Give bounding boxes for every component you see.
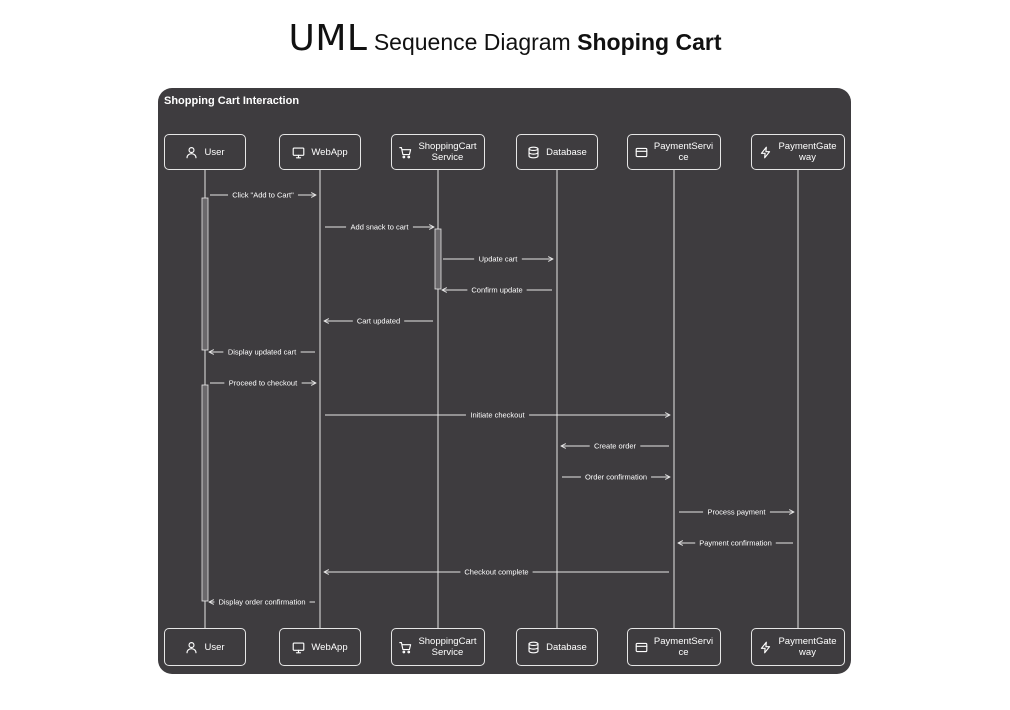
participant-bottom-webapp: WebApp — [279, 628, 361, 666]
participant-top-cart: ShoppingCart Service — [391, 134, 485, 170]
lightning-bolt-icon — [761, 146, 771, 158]
message-label: Order confirmation — [585, 473, 647, 482]
participant-label: PaymentGate way — [778, 636, 837, 658]
message-1: Click "Add to Cart" — [210, 191, 316, 200]
message-11: Process payment — [679, 508, 794, 517]
participant-label: ShoppingCart Service — [418, 636, 477, 658]
lightning-bolt-icon — [761, 641, 771, 653]
message-4: Confirm update — [442, 286, 552, 295]
participant-label: PaymentGate way — [778, 141, 837, 163]
participant-top-db: Database — [516, 134, 598, 170]
message-2: Add snack to cart — [325, 223, 434, 232]
message-label: Create order — [594, 442, 637, 451]
message-label: Confirm update — [471, 286, 522, 295]
message-label: Add snack to cart — [351, 223, 410, 232]
title-subtitle: Sequence Diagram — [367, 29, 578, 55]
title-uml: UML — [288, 18, 368, 59]
participant-bottom-cart: ShoppingCart Service — [391, 628, 485, 666]
message-label: Payment confirmation — [699, 539, 772, 548]
message-12: Payment confirmation — [678, 539, 793, 548]
participant-bottom-gateway: PaymentGate way — [751, 628, 845, 666]
participant-label: WebApp — [311, 641, 348, 653]
message-13: Checkout complete — [324, 568, 669, 577]
message-label: Process payment — [708, 508, 767, 517]
participant-bottom-payment: PaymentServi ce — [627, 628, 721, 666]
message-label: Initiate checkout — [470, 411, 525, 420]
participant-top-webapp: WebApp — [279, 134, 361, 170]
participant-top-user: User — [164, 134, 246, 170]
page-title: UML Sequence Diagram Shoping Cart — [0, 18, 1010, 59]
participant-top-gateway: PaymentGate way — [751, 134, 845, 170]
message-3: Update cart — [443, 255, 553, 264]
database-icon — [528, 146, 539, 158]
title-diagram-name: Shoping Cart — [577, 29, 722, 55]
user-icon — [186, 641, 198, 653]
sequence-diagram-frame: Shopping Cart Interaction Click "Add to … — [158, 88, 851, 674]
frame-label: Shopping Cart Interaction — [164, 95, 300, 107]
participant-bottom-user: User — [164, 628, 246, 666]
participant-bottom-db: Database — [516, 628, 598, 666]
participant-label: Database — [546, 146, 587, 158]
message-7: Proceed to checkout — [210, 379, 316, 388]
message-label: Update cart — [479, 255, 519, 264]
database-icon — [528, 641, 539, 653]
user-icon — [186, 146, 198, 158]
participant-label: User — [204, 641, 225, 653]
participant-label: PaymentServi ce — [653, 141, 714, 163]
message-label: Display order confirmation — [218, 598, 305, 607]
credit-card-icon — [635, 642, 648, 652]
message-label: Proceed to checkout — [229, 379, 298, 388]
message-8: Initiate checkout — [325, 411, 670, 420]
message-label: Cart updated — [357, 317, 400, 326]
monitor-icon — [293, 146, 305, 158]
participant-label: PaymentServi ce — [653, 636, 714, 658]
participant-label: Database — [546, 641, 587, 653]
participant-top-payment: PaymentServi ce — [627, 134, 721, 170]
message-label: Click "Add to Cart" — [232, 191, 294, 200]
credit-card-icon — [635, 147, 648, 157]
participant-label: ShoppingCart Service — [418, 141, 477, 163]
message-9: Create order — [561, 442, 669, 451]
sequence-diagram-canvas: Click "Add to Cart" Add snack to cartUpda… — [201, 170, 799, 628]
activation-bar-cart — [434, 228, 442, 290]
shopping-cart-icon — [399, 146, 412, 158]
message-5: Cart updated — [324, 317, 433, 326]
message-6: Display updated cart — [209, 348, 315, 357]
message-10: Order confirmation — [562, 473, 670, 482]
message-label: Checkout complete — [464, 568, 528, 577]
message-label: Display updated cart — [228, 348, 297, 357]
activation-bar-user-1 — [201, 197, 209, 351]
monitor-icon — [293, 641, 305, 653]
activation-bar-user-2 — [201, 384, 209, 602]
participant-label: WebApp — [311, 146, 348, 158]
shopping-cart-icon — [399, 641, 412, 653]
participant-label: User — [204, 146, 225, 158]
message-14: Display order confirmation — [209, 598, 315, 607]
